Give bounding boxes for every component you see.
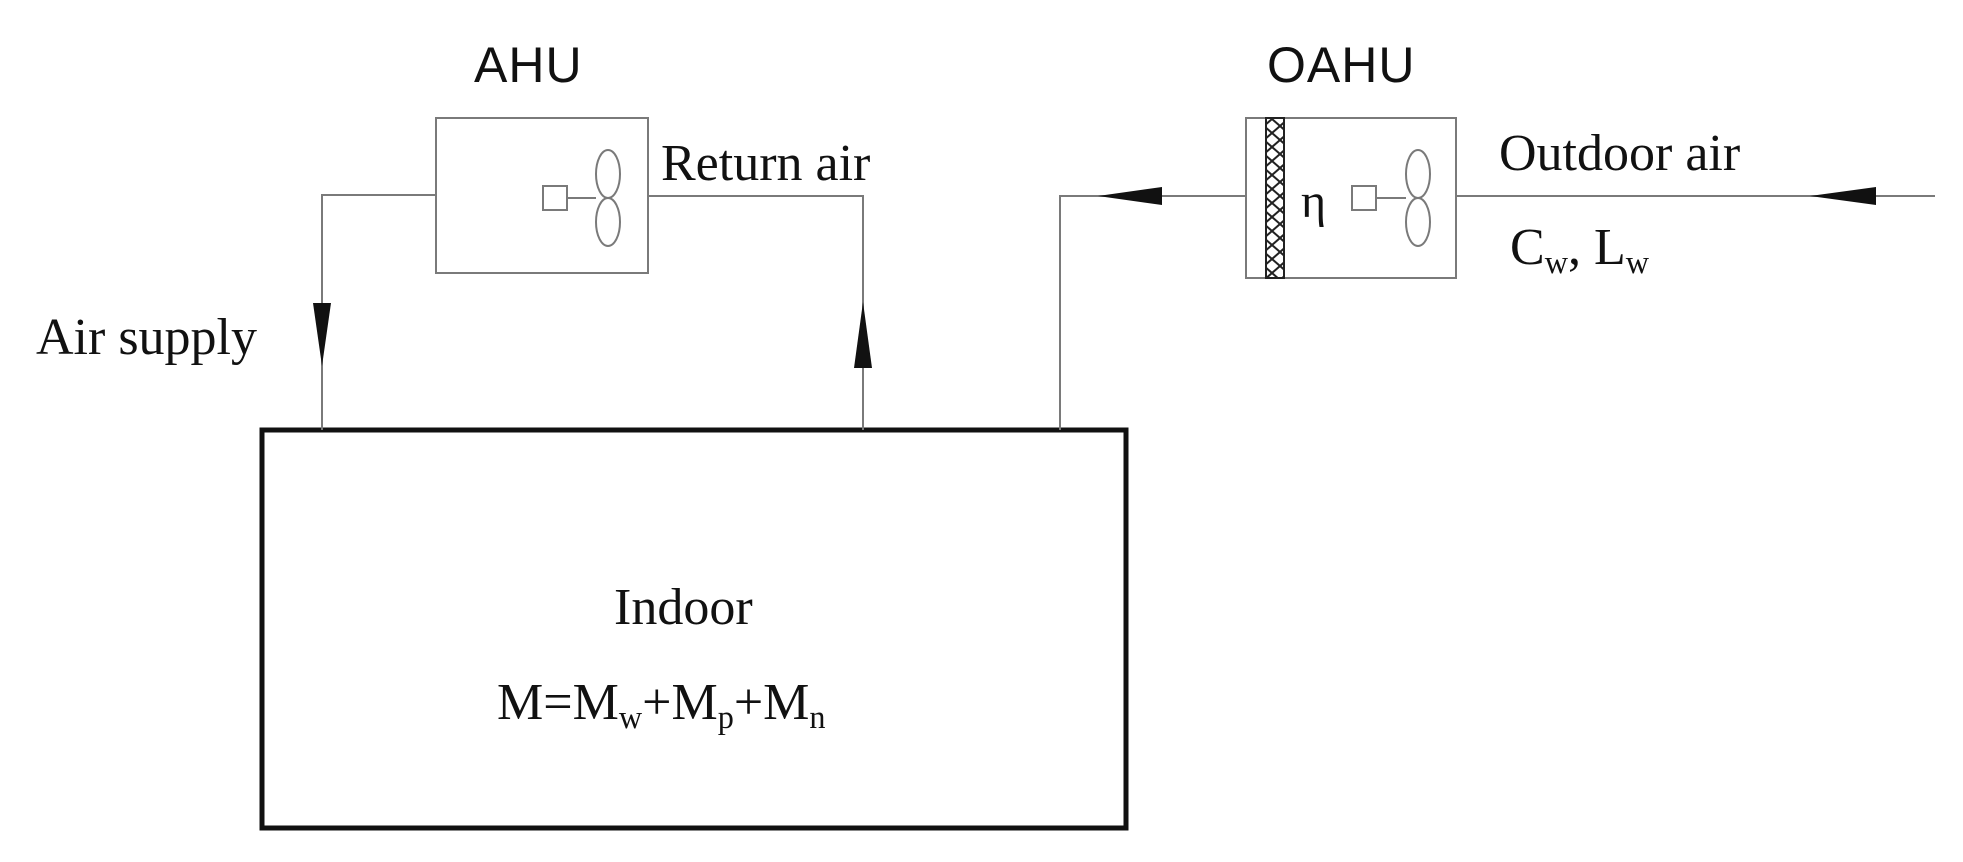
oahu-title: OAHU [1267, 37, 1416, 93]
oahu-unit-box [1245, 117, 1457, 279]
indoor-room-box [259, 427, 1129, 831]
oahu-fan-icon [1351, 149, 1431, 247]
air-supply-duct [321, 194, 436, 430]
indoor-title: Indoor [614, 579, 753, 636]
ahu-title: AHU [474, 37, 583, 93]
air-supply-label: Air supply [36, 309, 257, 366]
air-supply-arrow [313, 303, 331, 366]
efficiency-symbol: η [1301, 175, 1327, 228]
outdoor-air-arrow [1810, 187, 1876, 205]
oahu-filter-section [1265, 117, 1285, 279]
return-air-label: Return air [661, 135, 871, 192]
return-air-duct [648, 195, 864, 430]
outdoor-air-label: Outdoor air [1499, 125, 1741, 182]
return-air-arrow [854, 302, 872, 368]
indoor-mass-equation: M=Mw+Mp+Mn [497, 674, 826, 736]
fresh-air-arrow [1098, 187, 1162, 205]
outdoor-air-params: Cw, Lw [1510, 219, 1650, 281]
fresh-air-duct [1059, 195, 1246, 430]
ahu-fan-icon [542, 149, 621, 247]
